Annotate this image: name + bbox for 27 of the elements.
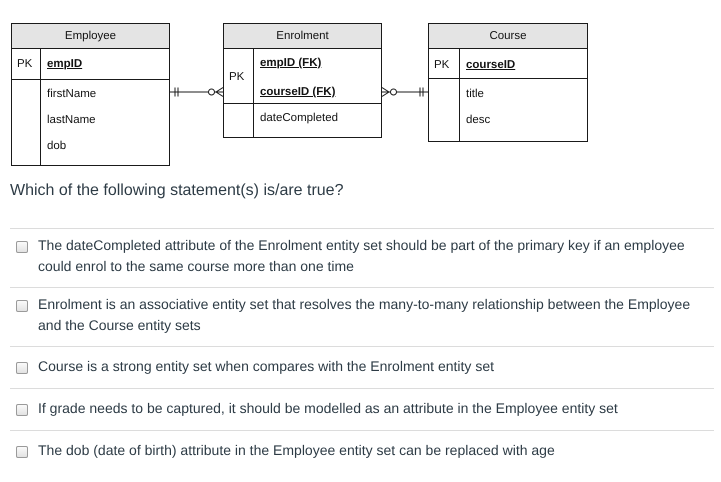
- entity-table: [11, 23, 170, 166]
- relationship-line: [170, 87, 224, 97]
- entity-name: Course: [429, 24, 587, 49]
- entity-table: [223, 23, 382, 138]
- entity-table: [428, 23, 588, 142]
- key-attribute: empID: [47, 57, 82, 71]
- attribute-name: firstName: [47, 87, 96, 101]
- primary-key-marker: PK: [434, 58, 450, 72]
- answer-option: The dateCompleted attribute of the Enrolment entity set should be part of the primary key if an employee could enrol to the same course more than one time: [38, 235, 694, 276]
- attribute-name: title: [466, 87, 484, 101]
- entity-name: Employee: [12, 24, 169, 49]
- attribute-name: lastName: [47, 113, 96, 127]
- primary-key-marker: PK: [17, 57, 32, 71]
- key-attribute: empID (FK): [260, 56, 322, 70]
- attribute-name: dateCompleted: [260, 111, 338, 125]
- relationship-line: [382, 87, 428, 97]
- key-attribute: courseID: [466, 58, 516, 72]
- answer-option: Enrolment is an associative entity set that resolves the many-to-many relationship between the Employee and the Course entity sets: [38, 294, 694, 335]
- attribute-name: dob: [47, 139, 66, 153]
- key-attribute: courseID (FK): [260, 85, 336, 99]
- attribute-name: desc: [466, 113, 490, 127]
- question-text: Which of the following statement(s) is/are true?: [10, 181, 344, 201]
- answer-option: If grade needs to be captured, it should be modelled as an attribute in the Employee entity set: [38, 398, 694, 418]
- answer-option: The dob (date of birth) attribute in the Employee entity set can be replaced with age: [38, 440, 694, 460]
- answer-option: Course is a strong entity set when compares with the Enrolment entity set: [38, 356, 694, 376]
- entity-name: Enrolment: [224, 24, 381, 49]
- primary-key-marker: PK: [229, 70, 244, 84]
